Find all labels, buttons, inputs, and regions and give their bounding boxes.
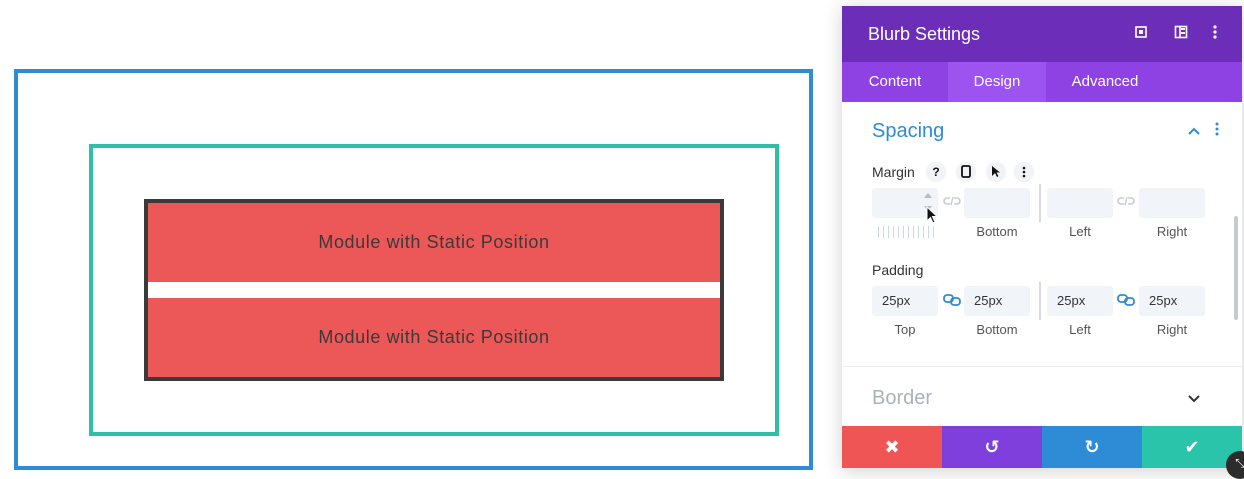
chevron-down-icon[interactable] [1188,390,1200,406]
padding-bottom-label: Bottom [976,322,1018,337]
scrollbar[interactable] [1234,216,1238,320]
margin-right-input[interactable] [1139,188,1205,218]
section-outline[interactable] [14,69,813,470]
save-button[interactable]: ✔ [1142,426,1242,468]
tab-advanced[interactable]: Advanced [1071,73,1139,90]
margin-left-input[interactable] [1047,188,1113,218]
module-static-position-2[interactable]: Module with Static Position [148,298,720,377]
margin-bottom-label: Bottom [976,224,1018,239]
undo-button[interactable]: ↺ [942,426,1042,468]
module-static-position-1[interactable]: Module with Static Position [148,203,720,282]
tab-design[interactable]: Design [948,62,1046,102]
more-vertical-icon[interactable] [1214,122,1220,139]
close-icon: ✖ [884,437,900,457]
range-ticks [878,226,934,238]
settings-tabs: Content Design Advanced [842,62,1242,102]
padding-top-label: Top [894,322,916,337]
border-section-title[interactable]: Border [872,387,933,409]
chevron-up-icon[interactable] [1188,122,1200,138]
more-vertical-icon[interactable] [1206,25,1224,44]
redo-icon: ↻ [1084,437,1100,457]
padding-right-label: Right [1156,322,1188,337]
padding-top-input[interactable]: 25px [872,286,938,316]
linked-icon[interactable] [1116,293,1136,310]
panel-title: Blurb Settings [868,24,981,44]
split-view-icon[interactable] [1172,25,1190,44]
padding-left-label: Left [1069,322,1091,337]
responsive-phone-icon[interactable] [956,162,976,182]
module-text: Module with Static Position [318,232,550,252]
tab-content[interactable]: Content [868,73,922,90]
discard-button[interactable]: ✖ [842,426,942,468]
mouse-cursor-icon [926,205,940,226]
blurb-settings-panel: Blurb Settings Content Design Advanced S… [842,6,1242,468]
panel-header[interactable]: Blurb Settings [842,6,1242,62]
unlinked-icon[interactable] [942,195,962,210]
padding-bottom-input[interactable]: 25px [964,286,1030,316]
expand-icon[interactable] [1132,25,1150,44]
more-vertical-icon[interactable] [1014,162,1034,182]
unlinked-icon[interactable] [1116,195,1136,210]
divider [1039,184,1041,222]
padding-label: Padding [872,262,924,278]
module-text: Module with Static Position [318,327,550,347]
margin-right-label: Right [1156,224,1188,239]
checkmark-icon: ✔ [1184,437,1200,457]
padding-right-input[interactable]: 25px [1139,286,1205,316]
margin-bottom-input[interactable] [964,188,1030,218]
margin-left-label: Left [1069,224,1091,239]
margin-label: Margin [872,164,915,180]
resize-handle-icon[interactable]: ⤡ [1226,451,1244,479]
padding-left-input[interactable]: 25px [1047,286,1113,316]
section-divider [842,366,1242,367]
undo-icon: ↺ [984,437,1000,457]
row-outline[interactable] [89,144,779,436]
spacing-section-title[interactable]: Spacing [872,120,945,142]
linked-icon[interactable] [942,293,962,310]
redo-button[interactable]: ↻ [1042,426,1142,468]
hover-cursor-icon[interactable] [986,162,1006,182]
help-icon[interactable]: ? [926,162,946,182]
column-outline[interactable]: Module with Static Position Module with … [144,199,724,381]
divider [1039,282,1041,320]
